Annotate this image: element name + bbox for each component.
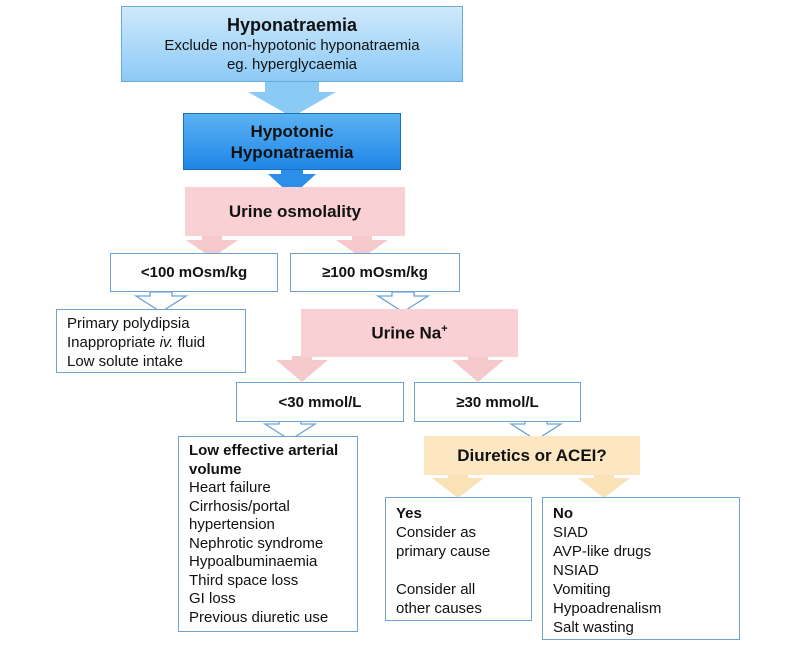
urine-osmolality-box: Urine osmolality: [185, 187, 405, 236]
low-volume-item: Third space loss: [189, 571, 299, 589]
no-item: Salt wasting: [553, 619, 634, 636]
na-high-label: ≥30 mmol/L: [456, 393, 539, 411]
no-item: SIAD: [553, 524, 589, 541]
no-heading: No: [553, 505, 573, 522]
cause-iv-italic: iv.: [159, 334, 174, 351]
hyponatraemia-note-line2: eg. hyperglycaemia: [226, 56, 358, 73]
yes-box: Yes Consider as primary cause Consider a…: [385, 497, 532, 621]
arrow-hyponatraemia-to-hypotonic: [248, 82, 336, 117]
low-volume-item: Nephrotic syndrome: [189, 534, 324, 552]
osm-high-label: ≥100 mOsm/kg: [322, 264, 428, 281]
osm-low-causes-box: Primary polydipsia Inappropriate iv. flu…: [56, 309, 246, 373]
urine-na-superscript: +: [441, 322, 448, 335]
yes-line: other causes: [396, 600, 482, 617]
no-box: No SIAD AVP-like drugs NSIAD Vomiting Hy…: [542, 497, 740, 640]
urine-na-label: Urine Na+: [371, 323, 447, 344]
arrow-urine-na-to-high: [452, 356, 504, 382]
hypotonic-line1: Hypotonic: [250, 121, 334, 141]
arrow-low-to-causes: [133, 291, 189, 313]
hyponatraemia-note-line1: Exclude non-hypotonic hyponatraemia: [164, 37, 420, 54]
arrow-osmolality-to-low: [186, 236, 238, 258]
osm-low-box: <100 mOsm/kg: [110, 253, 278, 292]
na-high-box: ≥30 mmol/L: [414, 382, 581, 422]
urine-na-text: Urine Na: [371, 323, 442, 343]
arrow-hypotonic-to-urine-osmolality: [268, 170, 316, 196]
low-volume-item: Previous diuretic use: [189, 608, 329, 626]
yes-line: primary cause: [396, 543, 491, 560]
arrow-diuretics-to-no: [578, 474, 630, 498]
arrow-high-to-urine-na: [375, 291, 431, 313]
urine-osmolality-label: Urine osmolality: [228, 201, 362, 221]
no-item: NSIAD: [553, 562, 599, 579]
osm-high-box: ≥100 mOsm/kg: [290, 253, 460, 292]
no-item: AVP-like drugs: [553, 543, 652, 560]
hyponatraemia-box: Hyponatraemia Exclude non-hypotonic hypo…: [121, 6, 463, 82]
hypotonic-box: Hypotonic Hyponatraemia: [183, 113, 401, 170]
cause-inappropriate-fluid: Inappropriate iv. fluid: [67, 333, 235, 352]
low-volume-heading-line2: volume: [189, 460, 242, 478]
cause-low-solute-intake: Low solute intake: [67, 353, 183, 370]
low-volume-heading-line1: Low effective arterial: [189, 442, 339, 459]
yes-line: Consider as: [396, 524, 477, 541]
na-low-box: <30 mmol/L: [236, 382, 404, 422]
yes-spacer: [396, 561, 521, 580]
low-volume-item: Hypoalbuminaemia: [189, 553, 318, 570]
arrow-osmolality-to-high: [336, 236, 388, 258]
low-volume-item: hypertension: [189, 516, 275, 533]
low-volume-item: GI loss: [189, 590, 236, 607]
yes-line: Consider all: [396, 581, 476, 598]
cause-inappropriate-post: fluid: [173, 334, 206, 351]
yes-heading: Yes: [396, 505, 422, 522]
cause-primary-polydipsia: Primary polydipsia: [67, 315, 190, 332]
na-low-label: <30 mmol/L: [278, 393, 362, 411]
arrow-urine-na-to-low: [276, 356, 328, 382]
diuretics-box: Diuretics or ACEI?: [424, 436, 640, 475]
urine-na-box: Urine Na+: [301, 309, 518, 357]
hyponatraemia-title: Hyponatraemia: [226, 15, 358, 35]
arrow-diuretics-to-yes: [432, 474, 484, 498]
no-item: Vomiting: [553, 581, 611, 598]
low-volume-item: Cirrhosis/portal: [189, 497, 290, 515]
no-item: Hypoadrenalism: [553, 600, 662, 617]
low-volume-box: Low effective arterial volume Heart fail…: [178, 436, 358, 632]
cause-inappropriate-pre: Inappropriate: [67, 334, 160, 351]
diuretics-label: Diuretics or ACEI?: [457, 445, 607, 465]
low-volume-item: Heart failure: [189, 479, 271, 496]
hypotonic-line2: Hyponatraemia: [230, 142, 354, 162]
osm-low-label: <100 mOsm/kg: [140, 264, 248, 281]
